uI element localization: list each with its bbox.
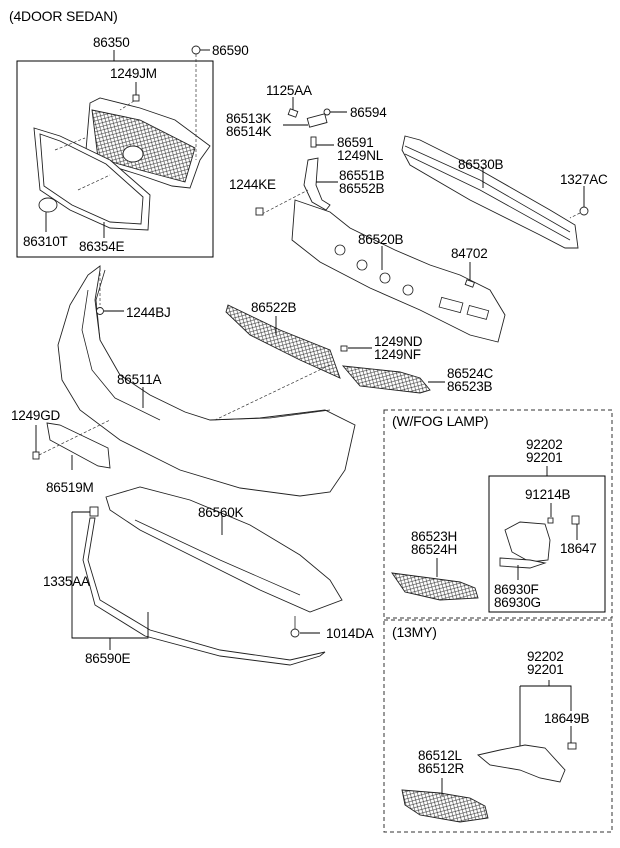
part-label[interactable]: 1249GD [11,408,61,423]
part-label[interactable]: 1335AA [43,574,90,589]
bolt-1014DA[interactable] [290,616,320,638]
part-label[interactable]: 86512R [418,761,465,776]
part-label[interactable]: 86354E [79,239,125,254]
bracket-86513K[interactable] [283,113,328,128]
screw-1244KE[interactable] [255,189,309,216]
part-label[interactable]: 86590 [212,43,249,58]
bolt-86591[interactable] [310,136,334,148]
emblem[interactable] [38,197,58,213]
bumper-cover[interactable] [57,265,356,497]
part-label[interactable]: 92201 [526,450,563,465]
part-label[interactable]: 86530B [458,157,504,172]
part-label[interactable]: 86514K [226,124,272,139]
part-label[interactable]: 1244KE [229,177,276,192]
part-label[interactable]: 86522B [251,300,297,315]
under-cover[interactable] [105,486,343,613]
part-label[interactable]: 86523B [447,379,493,394]
part-label[interactable]: 1249JM [110,66,157,81]
part-label[interactable]: 86511A [117,372,162,387]
part-label[interactable]: 86930F [494,582,539,597]
part-label[interactable]: 1249NF [374,347,421,362]
part-label[interactable]: 86524H [411,542,458,557]
part-label[interactable]: 86513K [226,111,272,126]
part-label[interactable]: 1244BJ [126,305,171,320]
fog-lamp-clip-91214B[interactable] [547,503,554,524]
part-label[interactable]: 86512L [418,748,462,763]
part-label[interactable]: 84702 [451,246,488,261]
part-label[interactable]: 1249ND [374,334,423,349]
grille-moulding-frame[interactable] [33,127,151,231]
diagram-title: (4DOOR SEDAN) [9,8,118,24]
part-label[interactable]: 86520B [358,232,404,247]
part-label[interactable]: 86590E [85,651,131,666]
part-label[interactable]: 86519M [46,480,94,495]
grille-assembly-box [16,60,214,258]
part-label[interactable]: 86594 [350,105,387,120]
13my-section-box [383,619,613,833]
drl-lamp[interactable] [477,744,566,783]
part-label[interactable]: 1014DA [326,626,374,641]
fog-lamp-cover-86523H[interactable] [391,558,479,601]
bumper-bracket-86551B[interactable] [303,157,338,211]
part-label[interactable]: 92201 [527,662,564,677]
screw-1249GD[interactable] [32,419,111,460]
part-label[interactable]: 86350 [93,35,130,50]
part-label[interactable]: 92202 [527,649,564,664]
part-label[interactable]: 18649B [544,711,590,726]
part-label[interactable]: 91214B [525,487,571,502]
part-label[interactable]: 86523H [411,529,458,544]
fog-lamp[interactable] [499,521,551,580]
part-label[interactable]: 86310T [23,234,68,249]
nut-1327AC[interactable] [569,186,589,219]
drl-screw-18649B[interactable] [567,726,577,750]
part-label[interactable]: 18647 [560,541,597,556]
part-label[interactable]: 86552B [339,181,385,196]
fog-lamp-section-box [383,409,613,619]
leader-13my-92202 [519,685,572,752]
energy-absorber[interactable] [291,199,506,343]
lower-grille[interactable] [214,304,341,421]
part-label[interactable]: 1327AC [560,172,608,187]
part-label[interactable]: 1125AA [266,83,312,98]
screw-1249ND[interactable] [340,345,372,352]
part-label[interactable]: 86524C [447,366,494,381]
bumper-bracket-86519M[interactable] [46,422,111,470]
part-label[interactable]: 1249NL [337,148,384,163]
part-label[interactable]: 86551B [339,168,385,183]
drl-cover-86512L[interactable] [401,778,489,823]
section-title-13my: (13MY) [392,624,437,640]
part-label[interactable]: 86591 [337,135,374,150]
clip-86590[interactable] [191,45,210,160]
front-lip[interactable] [71,506,326,666]
bumper-beam[interactable] [401,135,579,249]
clip-86594[interactable] [323,108,347,116]
section-title-fog-lamp: (W/FOG LAMP) [392,413,489,429]
part-label[interactable]: 86930G [494,595,541,610]
fog-lamp-bulb-18647[interactable] [571,515,580,540]
guide-line [54,137,86,151]
bolt-1244BJ[interactable] [96,268,125,315]
side-grille-cover[interactable] [341,365,445,394]
part-label[interactable]: 86560K [198,505,244,520]
guide-line [77,174,111,191]
bolt-1125AA[interactable] [287,97,299,118]
screw-1249JM[interactable] [119,82,140,111]
label-pad-84702[interactable] [464,262,476,288]
part-label[interactable]: 92202 [526,437,563,452]
